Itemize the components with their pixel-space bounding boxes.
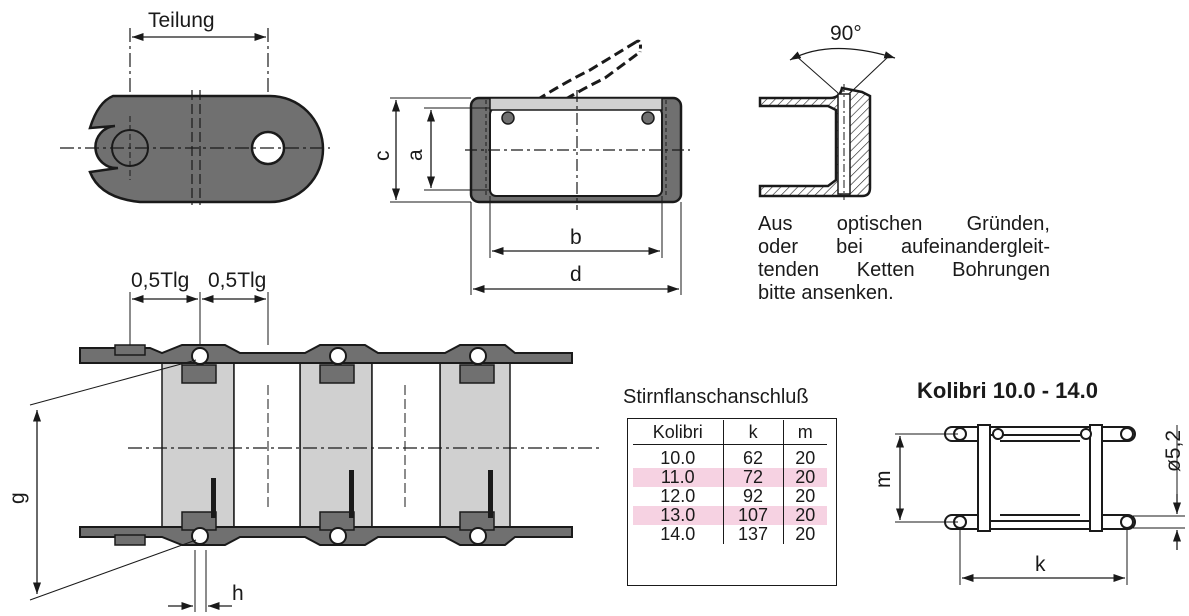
cell-k: 107	[723, 506, 784, 525]
label-a: a	[404, 149, 427, 161]
header-k: k	[723, 420, 784, 445]
note-line-2: oder bei aufeinandergleit-	[758, 236, 1050, 258]
label-b: b	[570, 226, 582, 249]
note-line-1: Aus optischen Gründen,	[758, 213, 1050, 235]
label-teilung: Teilung	[148, 9, 215, 32]
chain-plan-view: 0,5Tlg 0,5Tlg g	[6, 269, 600, 612]
cell-m: 20	[783, 468, 827, 487]
label-angle: 90°	[830, 22, 862, 45]
kolibri-end-bracket: m k ø5,2	[872, 424, 1185, 585]
table-caption: Stirnflanschanschluß	[623, 386, 809, 408]
cell-kolibri: 10.0	[633, 444, 724, 468]
label-half-pitch-right: 0,5Tlg	[208, 269, 266, 292]
cell-kolibri: 11.0	[633, 468, 724, 487]
table-row: 10.0 62 20	[633, 444, 827, 468]
header-m: m	[783, 420, 827, 445]
cell-k: 137	[723, 525, 784, 544]
countersink-detail: 90°	[758, 22, 896, 200]
cell-m: 20	[795, 448, 816, 468]
table-header-row: Kolibri k m	[633, 420, 827, 445]
cell-k: 62	[723, 444, 784, 468]
table-frame	[627, 418, 837, 586]
kolibri-title: Kolibri 10.0 - 14.0	[917, 378, 1098, 403]
label-m: m	[872, 471, 895, 489]
countersink-note: Aus optischen Gründen, oder bei aufeinan…	[758, 213, 1050, 305]
cell-m: 20	[795, 524, 816, 544]
cell-kolibri: 12.0	[633, 487, 724, 506]
table-row: 12.0 92 20	[633, 487, 827, 506]
cross-section-view: c a b d	[371, 39, 690, 295]
label-diameter: ø5,2	[1162, 430, 1185, 472]
stirnflansch-table: Kolibri k m 10.0 62 20 11.0 72 20 12.0 9…	[633, 420, 827, 544]
cell-m: 20	[783, 506, 827, 525]
label-k: k	[1035, 553, 1046, 576]
header-kolibri: Kolibri	[633, 420, 724, 445]
label-g: g	[6, 492, 29, 504]
cell-m: 20	[795, 486, 816, 506]
side-link-view: Teilung	[60, 9, 330, 205]
label-d: d	[570, 263, 582, 286]
label-h: h	[232, 582, 244, 605]
cell-kolibri: 13.0	[633, 506, 724, 525]
cell-k: 92	[723, 487, 784, 506]
table-row: 14.0 137 20	[633, 525, 827, 544]
cell-k: 72	[723, 468, 784, 487]
note-line-4: bitte ansenken.	[758, 282, 894, 304]
note-line-3: tenden Ketten Bohrungen	[758, 259, 1050, 281]
label-half-pitch-left: 0,5Tlg	[131, 269, 189, 292]
label-c: c	[371, 151, 394, 162]
cell-kolibri: 14.0	[633, 525, 724, 544]
table-row: 13.0 107 20	[633, 506, 827, 525]
link-plate	[88, 94, 325, 204]
table-row: 11.0 72 20	[633, 468, 827, 487]
